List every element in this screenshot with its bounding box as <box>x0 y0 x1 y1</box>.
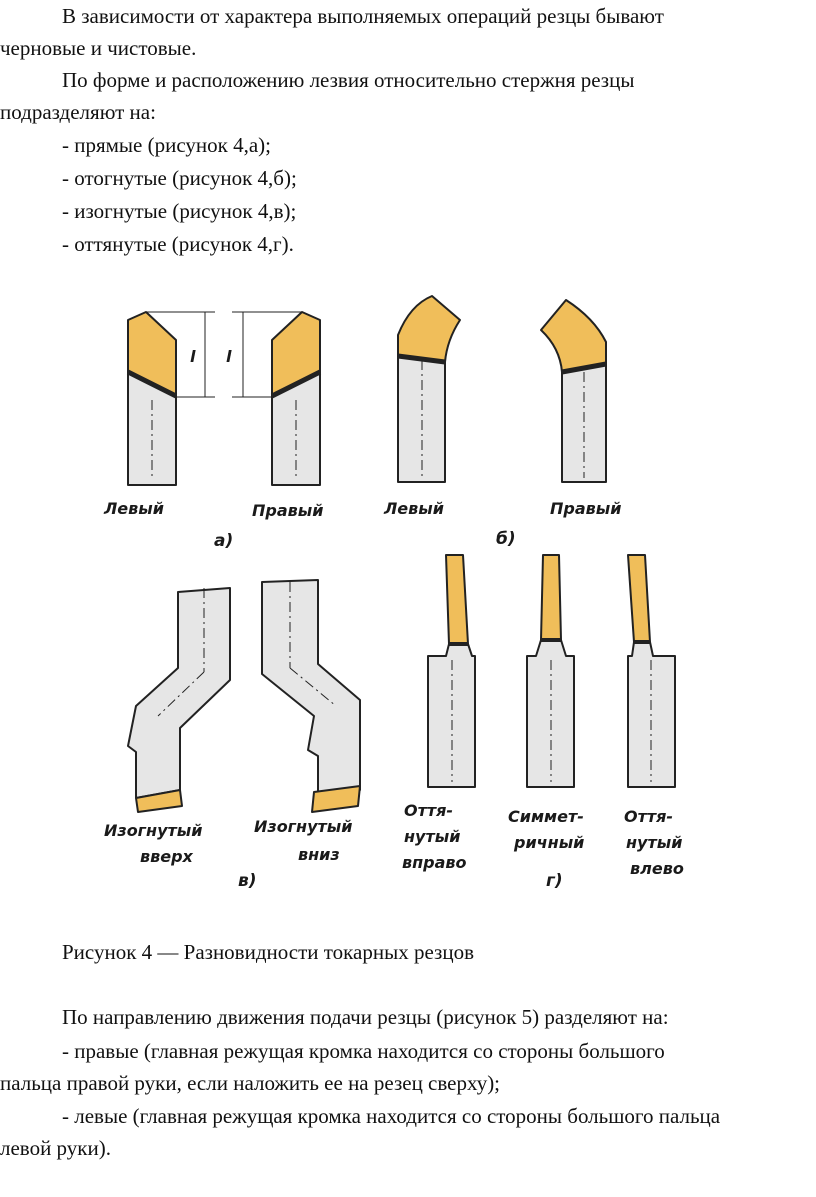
dimension-label: l <box>190 347 196 366</box>
paragraph-line: По направлению движения подачи резцы (ри… <box>62 1005 669 1029</box>
dimension-label: l <box>226 347 232 366</box>
list-item: - изогнутые (рисунок 4,в); <box>62 199 297 223</box>
label-symmetric: Симмет- <box>508 807 584 826</box>
list-item: - прямые (рисунок 4,а); <box>62 133 271 157</box>
label-drawn-left: влево <box>630 859 684 878</box>
tool-symmetric <box>526 554 575 788</box>
paragraph-line: подразделяют на: <box>0 100 156 124</box>
list-item: - левые (главная режущая кромка находитс… <box>62 1104 721 1128</box>
label-drawn-left: нутый <box>626 833 682 852</box>
paragraph-line: По форме и расположению лезвия относител… <box>62 68 635 92</box>
paragraph-line: пальца правой руки, если наложить ее на … <box>0 1071 501 1095</box>
subfigure-a: а) <box>214 531 233 551</box>
label-symmetric: ричный <box>513 833 584 852</box>
label-left-b: Левый <box>383 499 444 518</box>
tool-drawn-left <box>627 554 676 788</box>
tool-curved-down <box>261 579 361 813</box>
label-drawn-right: нутый <box>404 827 460 846</box>
label-bent-down: Изогнутый <box>254 817 352 836</box>
tool-drawn-right <box>427 554 476 788</box>
paragraph-line: черновые и чистовые. <box>0 36 197 60</box>
list-item: - оттянутые (рисунок 4,г). <box>62 232 294 256</box>
tool-bent-left <box>397 295 461 483</box>
subfigure-b: б) <box>496 529 516 549</box>
list-item: - отогнутые (рисунок 4,б); <box>62 166 297 190</box>
figure-caption: Рисунок 4 — Разновидности токарных резцо… <box>62 940 475 964</box>
label-drawn-right: вправо <box>402 853 467 872</box>
label-drawn-left: Оття- <box>624 807 673 826</box>
label-drawn-right: Оття- <box>404 801 453 820</box>
label-left-a: Левый <box>103 499 164 518</box>
tool-straight-right <box>232 311 322 486</box>
paragraph-line: левой руки). <box>0 1136 111 1160</box>
label-right-a: Правый <box>252 501 323 520</box>
label-bent-up: вверх <box>140 847 194 866</box>
label-right-b: Правый <box>550 499 621 518</box>
tool-bent-right <box>540 299 607 483</box>
tool-straight-left <box>126 311 215 486</box>
paragraph-line: В зависимости от характера выполняемых о… <box>62 4 664 28</box>
label-bent-up: Изогнутый <box>104 821 202 840</box>
tool-curved-up <box>127 587 231 813</box>
subfigure-v: в) <box>238 871 257 891</box>
label-bent-down: вниз <box>298 845 340 864</box>
lathe-tools-figure: l l Левый Правый а) Левый Правый б) Изог… <box>103 295 684 891</box>
list-item: - правые (главная режущая кромка находит… <box>62 1039 665 1063</box>
subfigure-g: г) <box>546 871 563 891</box>
